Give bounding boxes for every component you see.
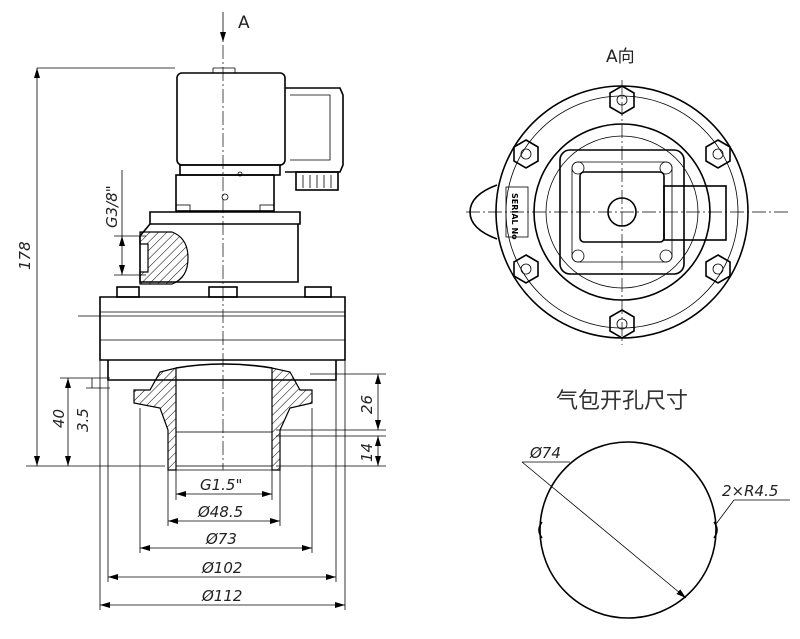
dim-g3-8: G3/8": [103, 185, 121, 228]
connector-plug: [295, 171, 339, 191]
cover-top: [149, 211, 301, 225]
pilot-nut: [179, 164, 281, 176]
top-view-label: A向: [606, 47, 635, 67]
valve-housing: [99, 296, 346, 361]
serial-plate: [505, 186, 529, 238]
cover-square: [559, 149, 685, 275]
hole-notch-left: [538, 521, 543, 539]
coil-core: [607, 197, 637, 227]
pilot-port-section: [139, 231, 189, 285]
hole-drawing: 气包开孔尺寸 Ø74 2×R4.5: [521, 389, 790, 619]
flange-inner: [533, 123, 711, 301]
hole-circle: [539, 441, 717, 619]
outlet-bore: [175, 431, 273, 467]
dim-26: 26: [358, 395, 376, 414]
dim-hole-dia: Ø74: [529, 444, 561, 462]
flange-bolt-left: [116, 286, 140, 298]
dim-3-5: 3.5: [74, 408, 92, 432]
dim-14: 14: [358, 443, 376, 462]
dim-g1-5: G1.5": [200, 476, 242, 494]
dim-48-5: Ø48.5: [197, 503, 243, 521]
front-view: A: [16, 12, 386, 610]
bolt-heads: [513, 85, 731, 339]
housing-lower: [107, 360, 337, 381]
serial-label: SERIAL No: [510, 193, 519, 240]
connector-top: [663, 185, 727, 241]
solenoid-coil: [176, 72, 286, 166]
dim-178: 178: [16, 241, 34, 270]
side-boss: [469, 184, 498, 240]
hole-notch-right: [713, 521, 718, 539]
top-view: A向 SERIAL No: [466, 47, 790, 345]
dim-40: 40: [50, 409, 68, 428]
dim-102: Ø102: [201, 559, 242, 577]
section-title: 气包开孔尺寸: [556, 389, 688, 414]
dim-112: Ø112: [201, 587, 242, 605]
pilot-body: [175, 174, 275, 212]
outlet-top: [175, 363, 273, 369]
view-arrow-label: A: [238, 13, 250, 33]
solenoid-connector: [285, 87, 344, 173]
dim-hole-radius: 2×R4.5: [722, 482, 778, 500]
flange-bolt-right: [304, 286, 332, 298]
outlet-section-right: [271, 367, 313, 471]
dim-73: Ø73: [205, 530, 237, 548]
